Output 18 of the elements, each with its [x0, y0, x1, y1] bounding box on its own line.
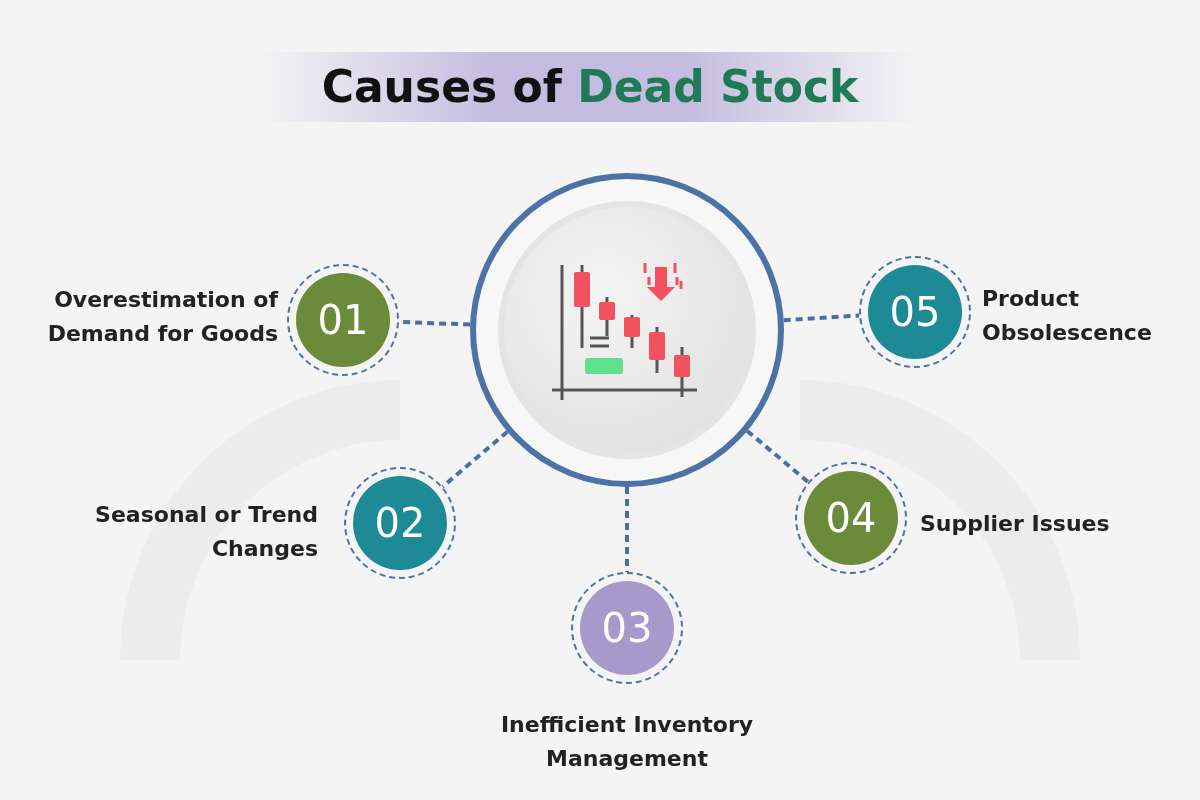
- title: Causes of Dead Stock: [321, 60, 859, 114]
- dashed-connector: [625, 487, 629, 572]
- step-number: 04: [825, 496, 877, 540]
- dashed-connector: [783, 313, 860, 323]
- dashed-connector: [441, 430, 509, 489]
- cause-label: Product Obsolescence: [982, 285, 1153, 347]
- step-number: 03: [601, 606, 653, 650]
- number-circle: [287, 264, 399, 376]
- cause-label: Overestimation of Demand for Goods: [46, 286, 278, 348]
- dashed-connector: [745, 429, 810, 484]
- number-circle: [859, 256, 971, 368]
- number-circle: [571, 572, 683, 684]
- step-number: 05: [889, 290, 941, 334]
- cause-label: Seasonal or Trend Changes: [94, 501, 318, 563]
- cause-label: Supplier Issues: [920, 510, 1111, 538]
- cause-label: Inefficient Inventory Management: [499, 711, 755, 773]
- step-number: 01: [317, 298, 369, 342]
- step-number: 02: [374, 501, 426, 545]
